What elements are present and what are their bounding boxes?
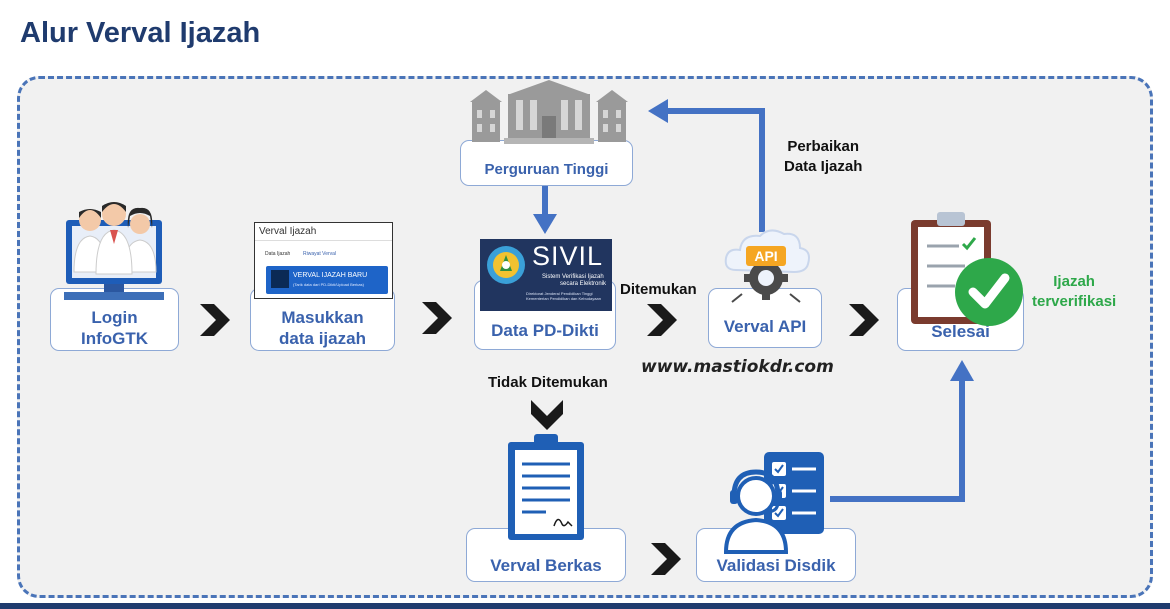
university-building-icon — [470, 80, 628, 144]
arrow-validasi-to-selesai — [830, 377, 965, 502]
page-title: Alur Verval Ijazah — [20, 17, 261, 49]
monitor-people-icon — [64, 202, 164, 300]
screenshot-header: Verval Ijazah — [259, 226, 317, 237]
arrowhead-left — [648, 99, 668, 123]
label-perbaikan: Perbaikan Data Ijazah — [784, 138, 863, 175]
node-verval-berkas: Verval Berkas — [466, 528, 626, 582]
chevron-icon — [200, 304, 230, 336]
screenshot-tab-riwayat: Riwayat Verval — [303, 251, 337, 257]
chevron-icon — [422, 302, 452, 334]
arrowhead-up — [950, 360, 974, 381]
sivil-wordmark: SIVIL — [532, 241, 604, 271]
button-label: VERVAL IJAZAH BARU — [293, 272, 368, 279]
button-sublabel: (Tarik data dari PD-Dikti/Upload Berkas) — [293, 282, 364, 287]
sivil-directorate: Direktorat Jenderal Pendidikan Tinggi — [526, 291, 593, 296]
node-perguruan-tinggi: Perguruan Tinggi — [460, 140, 633, 186]
sivil-tagline-2: secara Elektronik — [560, 281, 607, 287]
document-clipboard-icon — [508, 434, 584, 540]
screenshot-divider — [255, 240, 392, 241]
chevron-icon — [849, 304, 879, 336]
sivil-logo-icon — [271, 270, 289, 288]
chevron-icon — [647, 304, 677, 336]
watermark: www.mastiokdr.com — [641, 357, 834, 377]
chevron-icon — [651, 543, 681, 575]
tut-wuri-emblem-icon — [487, 246, 525, 284]
verval-ijazah-screenshot: Verval Ijazah Data Ijazah Riwayat Verval… — [254, 222, 393, 299]
screenshot-tab-data-ijazah: Data Ijazah — [265, 251, 291, 257]
label-ditemukan: Ditemukan — [620, 281, 697, 298]
arrow-verval-to-perguruan — [664, 108, 765, 232]
label-terverifikasi: Ijazah terverifikasi — [1032, 273, 1117, 310]
arrowhead-down — [533, 214, 557, 234]
operator-checklist-icon — [723, 452, 824, 554]
chevron-down-icon — [531, 400, 563, 430]
label-tidak-ditemukan: Tidak Ditemukan — [488, 374, 608, 391]
api-cloud-gear-icon: API — [724, 229, 810, 303]
verval-ijazah-baru-button: VERVAL IJAZAH BARU (Tarik data dari PD-D… — [266, 266, 388, 294]
sivil-logo: SIVIL Sistem Verifikasi Ijazah secara El… — [480, 239, 612, 311]
bottom-bar — [0, 603, 1170, 609]
api-badge: API — [754, 248, 777, 264]
sivil-tagline-1: Sistem Verifikasi Ijazah — [542, 274, 604, 280]
clipboard-check-icon — [911, 212, 1023, 326]
node-validasi-disdik: Validasi Disdik — [696, 528, 856, 582]
sivil-ministry: Kementerian Pendidikan dan Kebudayaan — [526, 296, 601, 301]
